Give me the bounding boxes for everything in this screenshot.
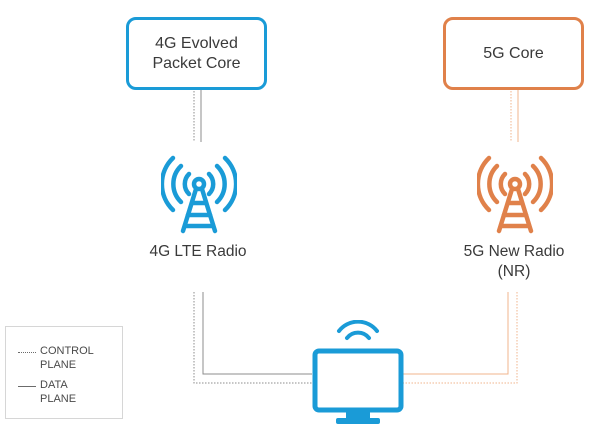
legend: CONTROL PLANE DATA PLANE [5,326,123,419]
5g-core-label: 5G Core [483,44,544,62]
lte-radio-tower-icon [161,155,237,234]
legend-control-plane: CONTROL PLANE [18,344,122,374]
lte-radio-label: 4G LTE Radio [149,243,247,260]
legend-data-label: DATA PLANE [40,379,77,405]
5g-core-box: 5G Core [443,17,584,90]
nr-radio-tower-icon [477,155,553,234]
dotted-line-swatch [18,352,36,353]
lte-device-data-line [202,292,312,375]
legend-control-label: CONTROL PLANE [40,345,94,371]
epc-box: 4G Evolved Packet Core [126,17,267,90]
nr-radio-label: 5G New Radio (NR) [463,243,565,280]
wireless-monitor-icon [312,320,404,424]
nr-device-control-line [403,292,518,384]
nr-device-data-line [403,292,509,375]
lte-device-control-line [193,292,312,384]
solid-line-swatch [18,386,36,387]
epc-label: 4G Evolved Packet Core [152,34,241,72]
legend-data-plane: DATA PLANE [18,378,122,408]
